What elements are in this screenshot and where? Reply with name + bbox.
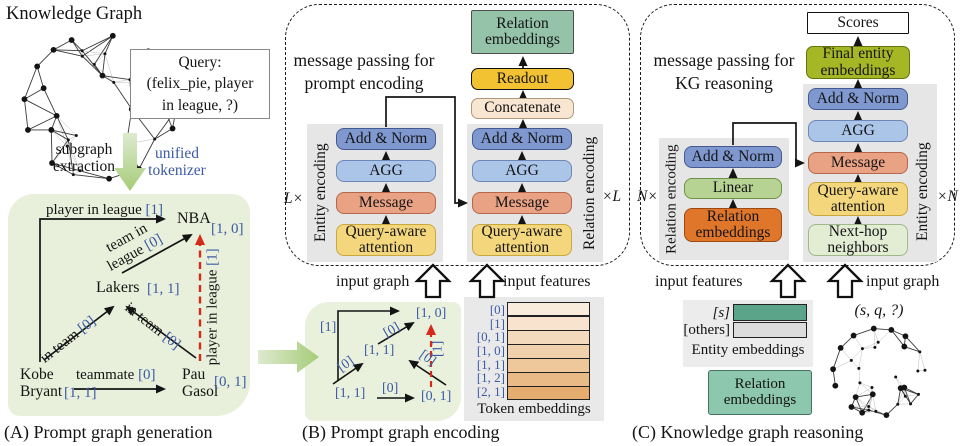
next-hop-neighbors-block: Next-hop neighbors <box>808 223 908 256</box>
query-aware-attention-block: Query-aware attention <box>336 223 436 256</box>
token-row <box>507 386 590 400</box>
mini-node-tag-10: [1, 0] <box>416 306 447 321</box>
token-row <box>507 302 590 316</box>
relation-embeddings-block: Relation embeddings <box>684 208 782 242</box>
query-line3: in league, ?) <box>161 96 239 114</box>
add-norm-block: Add & Norm <box>684 146 782 168</box>
relation-embeddings-legend-block: Relation embeddings <box>708 370 812 415</box>
relation-embeddings-output-block: Relation embeddings <box>471 10 574 54</box>
kg-reasoning-network <box>830 325 927 419</box>
multiplier-l-right: ×L <box>602 188 622 205</box>
input-features-label-b: input features <box>503 273 591 290</box>
multiplier-n-right: ×N <box>937 188 958 205</box>
input-features-arrow-b <box>468 263 506 299</box>
input-graph-arrow-c <box>826 263 864 299</box>
token-row <box>507 372 590 386</box>
linear-block: Linear <box>684 178 782 199</box>
add-norm-block: Add & Norm <box>336 128 436 150</box>
panel-a-caption: (A) Prompt graph generation <box>4 422 213 442</box>
input-features-arrow-c <box>769 263 807 299</box>
query-box: Query: (felix_pie, player in league, ?) <box>130 49 270 119</box>
token-row-label: [1] <box>489 316 505 331</box>
mini-edge-tag-red: [1] <box>430 340 446 357</box>
token-row-label: [0, 1] <box>476 329 505 344</box>
token-row <box>507 358 590 372</box>
query-aware-attention-block: Query-aware attention <box>808 182 908 216</box>
relation-encoding-label-c: Relation encoding <box>663 144 680 254</box>
node-kobe: Kobe Bryant <box>20 366 63 401</box>
token-row <box>507 316 590 330</box>
mini-node-tag-01: [0, 1] <box>421 389 452 404</box>
panel-b-dashed-border <box>285 4 630 266</box>
entity-s-label: [s] <box>712 305 730 321</box>
token-row-label: [2, 1] <box>476 384 505 399</box>
relation-encoding-label-b: Relation encoding <box>581 136 598 250</box>
query-aware-attention-block: Query-aware attention <box>472 223 572 256</box>
node-kobe-tag: [1, 1] <box>64 385 97 401</box>
token-row <box>507 344 590 358</box>
entity-embeddings-caption: Entity embeddings <box>691 342 805 358</box>
input-graph-arrow-b <box>414 263 452 299</box>
mini-edge-tag-5: [0] <box>382 381 399 396</box>
node-lakers: Lakers <box>96 279 140 296</box>
entity-encoding-label-b: Entity encoding <box>312 143 329 243</box>
final-entity-embeddings-block: Final entity embeddings <box>806 45 910 79</box>
token-embeddings-caption: Token embeddings <box>477 401 591 417</box>
message-block: Message <box>336 192 436 214</box>
subgraph-extraction-label: subgraph extraction <box>53 141 115 176</box>
edge-label-teammate: teammate [0] <box>76 367 156 383</box>
multiplier-l-left: L× <box>284 190 304 207</box>
node-pau: Pau Gasol <box>182 366 219 401</box>
message-block: Message <box>472 192 572 214</box>
input-graph-label-c: input graph <box>866 273 940 290</box>
panel-b-caption: (B) Prompt graph encoding <box>302 422 500 442</box>
entity-others-bar <box>733 322 807 338</box>
multiplier-n-left: N× <box>637 188 658 205</box>
node-nba: NBA <box>177 210 211 227</box>
panel-c-caption: (C) Knowledge graph reasoning <box>632 422 864 442</box>
token-row-label: [1, 2] <box>476 370 505 385</box>
mini-node-tag-11c: [1, 1] <box>364 343 395 358</box>
node-lakers-tag: [1, 1] <box>147 281 180 297</box>
readout-block: Readout <box>471 68 574 90</box>
input-graph-label-b: input graph <box>336 273 410 290</box>
edge-label-player-in-league: player in league [1] <box>46 202 164 218</box>
add-norm-block: Add & Norm <box>472 128 572 150</box>
entity-others-label: [others] <box>683 322 730 338</box>
entity-s-bar <box>733 304 807 321</box>
token-row <box>507 330 590 344</box>
agg-block: AGG <box>808 120 908 142</box>
agg-block: AGG <box>336 160 436 182</box>
agg-block: AGG <box>472 160 572 182</box>
input-features-label-c: input features <box>655 273 743 290</box>
add-norm-block: Add & Norm <box>808 88 908 110</box>
mini-edge-tag-1: [1] <box>320 320 337 335</box>
query-line2: (felix_pie, player <box>146 75 254 93</box>
query-line1: Query: <box>178 53 222 71</box>
knowledge-graph-title: Knowledge Graph <box>6 4 143 24</box>
unified-tokenizer-label: unified tokenizer <box>148 145 206 180</box>
node-pau-tag: [0, 1] <box>214 374 247 390</box>
token-row-label: [1, 0] <box>476 343 505 358</box>
token-row-label: [0] <box>489 302 505 317</box>
entity-encoding-label-c: Entity encoding <box>914 142 931 242</box>
concatenate-block: Concatenate <box>471 98 574 119</box>
scores-block: Scores <box>807 12 909 34</box>
message-block: Message <box>808 152 908 174</box>
token-row-label: [1, 1] <box>476 357 505 372</box>
mini-node-tag-11b: [1, 1] <box>335 386 366 401</box>
edge-label-player-in-league-query: player in league [1] <box>204 248 221 366</box>
node-nba-tag: [1, 0] <box>211 221 244 237</box>
query-tuple-label: (s, q, ?) <box>854 302 904 319</box>
